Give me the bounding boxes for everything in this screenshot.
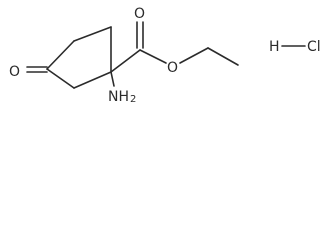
ring-bond-bottom bbox=[73, 71, 112, 89]
cyclobutane-ring bbox=[46, 26, 112, 89]
carbonyl-oxygen-label: O bbox=[134, 6, 145, 22]
ring-bond-left bbox=[46, 68, 75, 89]
chemical-structure: O O O NH 2 H Cl bbox=[9, 6, 321, 102]
bond-c1-amine bbox=[110, 71, 115, 87]
ring-bond-left-upper bbox=[46, 40, 75, 70]
ketone-oxygen-label: O bbox=[9, 64, 20, 80]
hydrogen-label: H bbox=[269, 39, 280, 55]
amine-label: NH bbox=[108, 89, 129, 102]
ring-bond-top bbox=[73, 26, 112, 42]
bond-c1-carbonyl bbox=[110, 49, 141, 73]
chlorine-label: Cl bbox=[307, 39, 321, 55]
ketone-double-bond bbox=[26, 66, 48, 73]
bond-ch2-ch3 bbox=[207, 47, 239, 66]
amine-subscript: 2 bbox=[130, 94, 136, 102]
bond-carbonyl-ester-oxygen bbox=[139, 49, 167, 64]
bond-oxygen-ch2 bbox=[179, 47, 209, 64]
ester-oxygen-label: O bbox=[167, 60, 178, 76]
carbonyl-double-bond bbox=[136, 21, 144, 49]
